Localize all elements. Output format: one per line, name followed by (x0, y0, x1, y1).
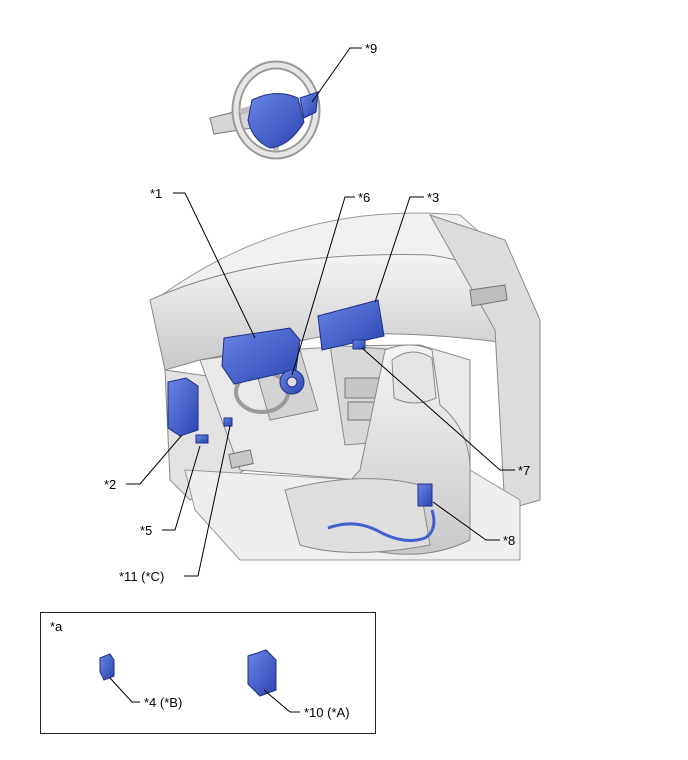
callout-8: *8 (503, 533, 516, 548)
callout-4: *4 (*B) (144, 695, 183, 710)
callout-1: *1 (150, 186, 163, 201)
inset-box (40, 612, 376, 734)
component-10-part (247, 649, 277, 697)
inset-components (99, 649, 300, 713)
callout-2: *2 (104, 477, 117, 492)
steering-pad-module-highlight (247, 93, 305, 149)
center-switch (352, 339, 366, 350)
callout-5: *5 (140, 523, 153, 538)
combination-meter (221, 327, 301, 385)
callout-11: *11 (*C) (119, 569, 165, 584)
callout-3: *3 (427, 190, 440, 205)
callout-7: *7 (518, 463, 531, 478)
center-display (317, 299, 385, 351)
sensor-small-center (223, 417, 233, 427)
airbag-ecu-left (167, 377, 199, 437)
callout-9: *9 (365, 41, 378, 56)
inset-label: *a (50, 619, 63, 634)
component-4-part (99, 653, 115, 681)
highlighted-components (167, 299, 436, 542)
sensor-small-left (195, 434, 209, 444)
steering-wheel-illustration (209, 60, 321, 160)
callout-10: *10 (*A) (304, 705, 350, 720)
callout-6: *6 (358, 190, 371, 205)
interior-illustration (149, 212, 541, 561)
seat-wire-harness (327, 509, 436, 542)
leader-lines (126, 47, 515, 577)
